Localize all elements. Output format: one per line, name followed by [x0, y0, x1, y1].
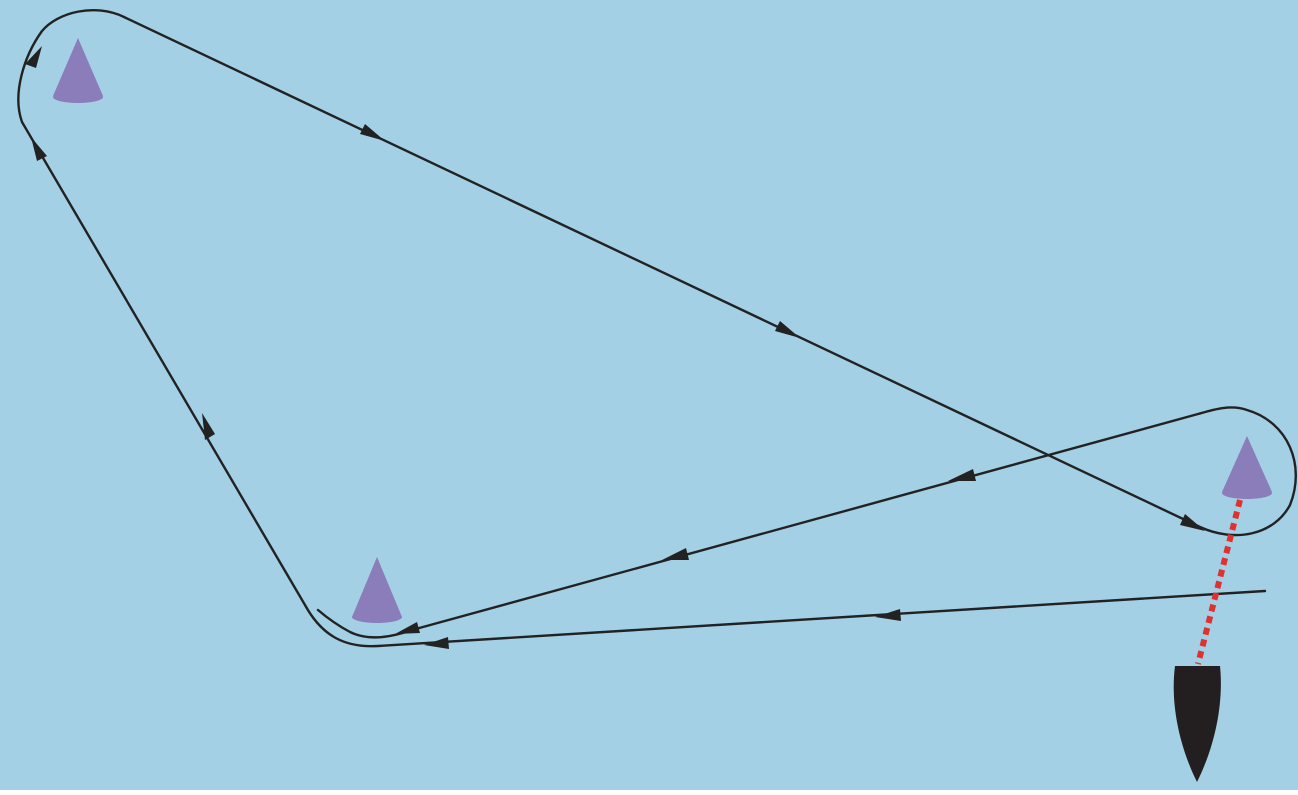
buoy-base	[352, 611, 402, 623]
buoy-base	[1222, 487, 1272, 499]
buoy-base	[53, 91, 103, 103]
